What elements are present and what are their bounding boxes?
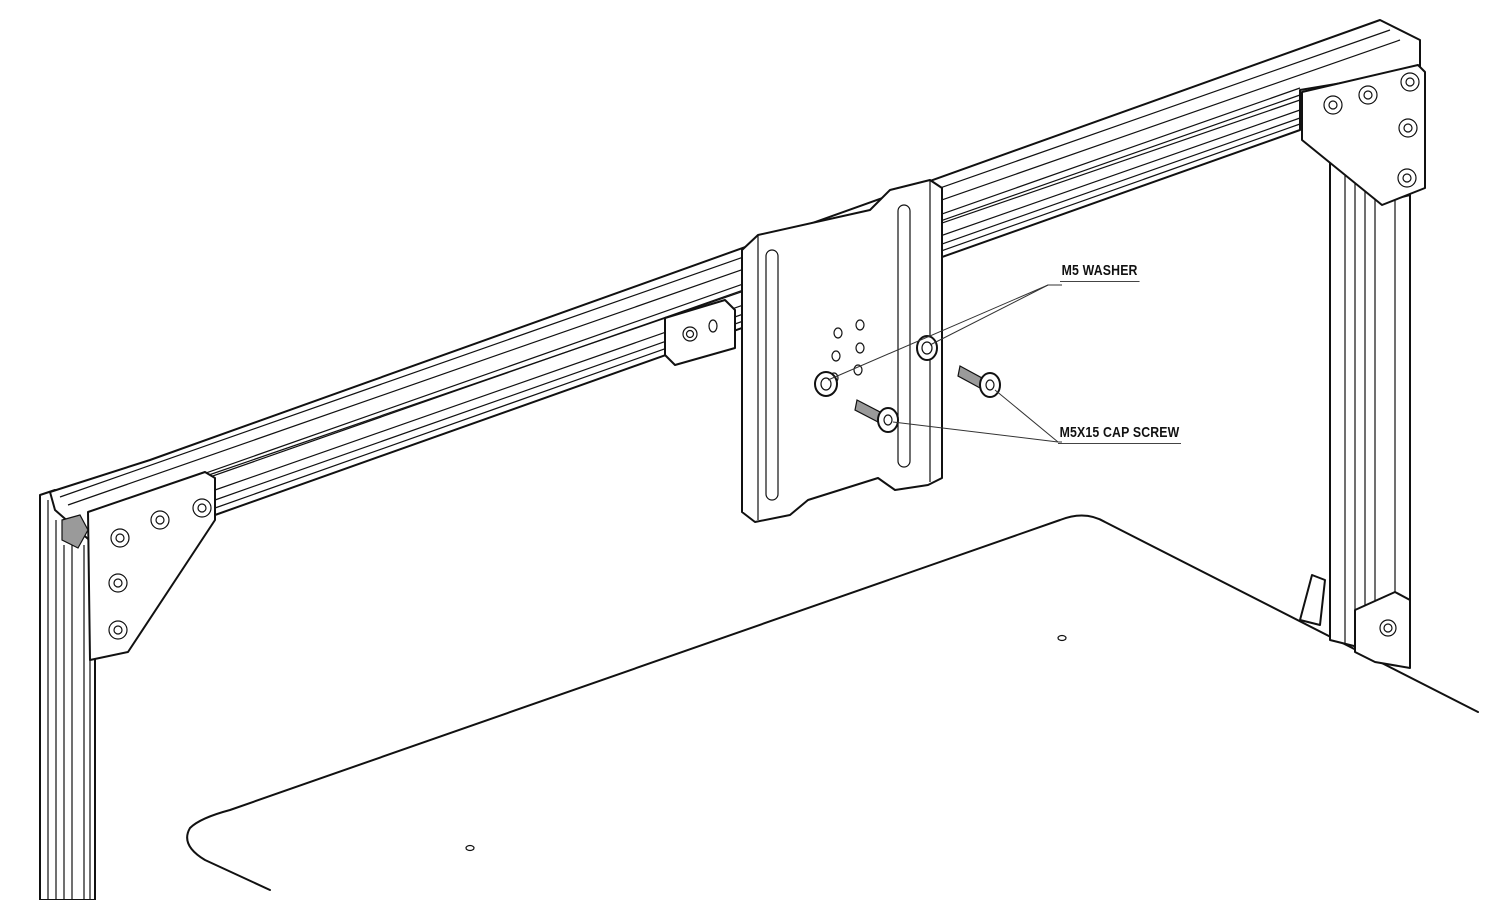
left-corner-bracket: [61, 471, 216, 661]
right-vertical-extrusion: [1299, 149, 1411, 669]
washer-leader-lines: [827, 284, 1062, 381]
washer-1: [814, 371, 838, 397]
cap-screw-1: [854, 399, 899, 433]
top-horizontal-extrusion: [49, 19, 1421, 546]
left-vertical-extrusion: [39, 489, 96, 900]
washer-callout-label: M5 WASHER: [1060, 262, 1140, 282]
table-top: [186, 514, 1479, 891]
mounting-plate: [741, 179, 943, 523]
right-corner-bracket: [1301, 64, 1426, 206]
screw-callout-label: M5X15 CAP SCREW: [1058, 424, 1182, 444]
cap-screw-2: [957, 365, 1001, 398]
screw-leader-lines: [892, 389, 1062, 443]
washer-2: [916, 335, 938, 361]
